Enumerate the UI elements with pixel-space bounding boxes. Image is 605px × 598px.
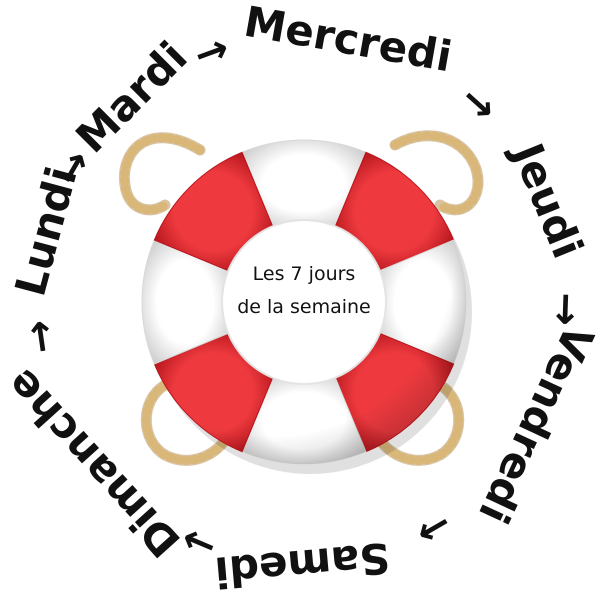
arrow-icon: → [408, 500, 460, 557]
day-label-samedi: Samedi [213, 533, 392, 597]
arrow-icon: → [451, 76, 507, 133]
day-label-jeudi: Jeudi [502, 134, 593, 265]
day-label-vendredi: Vendredi [469, 318, 603, 531]
arrow-icon: → [542, 292, 589, 327]
arrow-icon: → [188, 25, 235, 80]
arrow-icon: → [15, 317, 65, 357]
center-title-line-1: Les 7 jours [253, 263, 356, 285]
day-label-mercredi: Mercredi [241, 0, 456, 81]
center-title-line-2: de la semaine [237, 296, 371, 318]
